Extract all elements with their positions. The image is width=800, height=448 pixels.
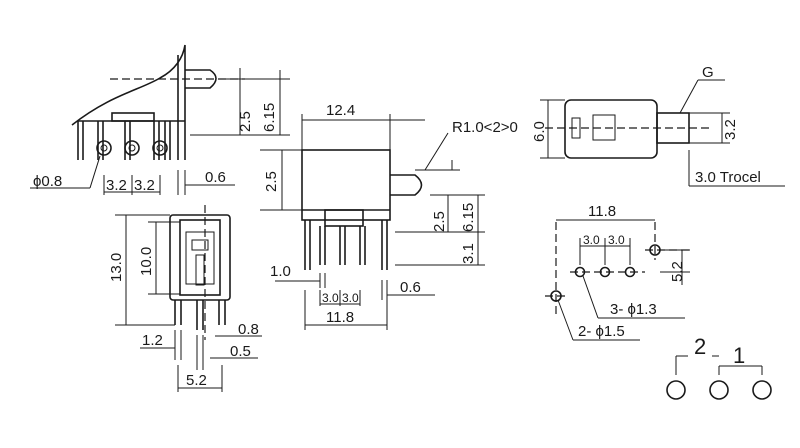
dim-front-06: 0.6 [400, 279, 421, 296]
dim-side-06: 0.6 [205, 169, 226, 186]
dim-pcb-3phi: 3- ϕ1.3 [610, 301, 657, 318]
dim-bottom-100: 10.0 [138, 247, 155, 276]
pcb-layout: 11.8 3.0 3.0 5.2 3- ϕ1.3 2- ϕ1.5 [545, 203, 690, 341]
dim-front-25-left: 2.5 [263, 171, 280, 192]
dim-pcb-52: 5.2 [669, 261, 686, 282]
dim-side-25: 2.5 [237, 111, 254, 132]
dim-side-phi: ϕ0.8 [33, 173, 62, 190]
dim-pcb-118: 11.8 [588, 203, 616, 220]
bottom-view: 13.0 10.0 1.2 0.8 0.5 5.2 [108, 205, 262, 392]
schematic-label-2: 2 [694, 334, 706, 359]
dim-top-g: G [702, 64, 714, 81]
dim-front-31: 3.1 [460, 243, 477, 264]
dim-bottom-12: 1.2 [142, 332, 163, 349]
dim-side-pitch-a: 3.2 [106, 177, 127, 194]
dim-front-30b: 3.0 [342, 291, 359, 305]
dim-front-124: 12.4 [326, 102, 355, 119]
dim-front-118: 11.8 [326, 309, 354, 326]
switch-schematic: 2 1 [666, 334, 772, 400]
dim-pcb-2phi: 2- ϕ1.5 [578, 323, 625, 340]
dim-bottom-05: 0.5 [230, 343, 251, 360]
side-view: ϕ0.8 3.2 3.2 0.6 2.5 6.15 [30, 44, 290, 195]
top-view: 6.0 3.2 G 3.0 Trocel [531, 64, 785, 187]
dim-bottom-52: 5.2 [186, 372, 207, 389]
dim-front-10: 1.0 [270, 263, 291, 280]
dim-front-30a: 3.0 [322, 291, 339, 305]
dim-top-trocel: 3.0 Trocel [695, 169, 761, 186]
dim-front-r: R1.0<2>0 [452, 119, 518, 136]
front-view: 12.4 R1.0<2>0 2.5 2.5 6.15 [260, 102, 518, 330]
dim-side-615: 6.15 [261, 103, 278, 132]
dim-pcb-30a: 3.0 [583, 233, 600, 247]
dim-pcb-30b: 3.0 [608, 233, 625, 247]
dim-side-pitch-b: 3.2 [134, 177, 155, 194]
dim-top-60: 6.0 [531, 121, 548, 142]
dim-bottom-130: 13.0 [108, 253, 125, 282]
dim-top-32: 3.2 [722, 119, 739, 140]
dim-bottom-08: 0.8 [238, 321, 259, 338]
schematic-label-1: 1 [733, 343, 745, 368]
dim-front-615: 6.15 [460, 203, 477, 232]
dim-front-25-right: 2.5 [431, 211, 448, 232]
